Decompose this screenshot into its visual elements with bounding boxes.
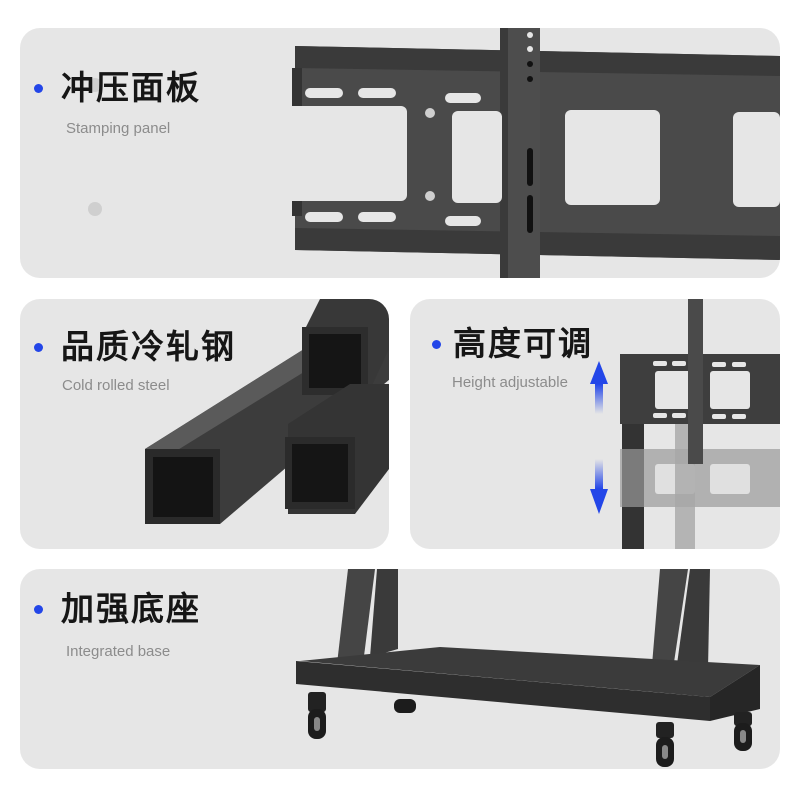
feature-subtitle: Integrated base [66,643,171,660]
feature-title: 加强底座 [61,589,201,628]
height-adjust-image [590,299,780,549]
caster-wheel-icon [734,712,752,751]
feature-subtitle: Cold rolled steel [62,377,170,394]
feature-base: 加强底座 Integrated base [34,589,201,660]
feature-title: 冲压面板 [61,68,201,107]
bullet-dot-icon [34,604,43,614]
caster-wheel-icon [308,692,326,739]
feature-card-height: 高度可调 Height adjustable [410,299,780,549]
steel-tubes-image [145,299,389,524]
arrow-down-icon [590,459,608,514]
bullet-dot-icon [34,342,43,352]
feature-card-base: 加强底座 Integrated base [20,569,780,769]
caster-wheel-icon [394,699,416,713]
feature-height: 高度可调 Height adjustable [432,324,593,391]
arrow-up-icon [590,361,608,414]
mobile-base-image [296,569,760,767]
feature-subtitle: Stamping panel [66,120,171,137]
feature-title: 高度可调 [453,324,593,363]
feature-stamping: 冲压面板 Stamping panel [34,68,201,137]
feature-steel: 品质冷轧钢 Cold rolled steel [34,327,236,394]
bullet-dot-icon [34,83,43,93]
feature-card-steel: 品质冷轧钢 Cold rolled steel [20,299,389,549]
caster-wheel-icon [656,722,674,767]
wall-bracket-image [77,28,780,278]
feature-card-stamping: 冲压面板 Stamping panel [20,28,780,278]
feature-title: 品质冷轧钢 [61,327,236,366]
feature-subtitle: Height adjustable [452,374,568,391]
bullet-dot-icon [432,339,441,349]
